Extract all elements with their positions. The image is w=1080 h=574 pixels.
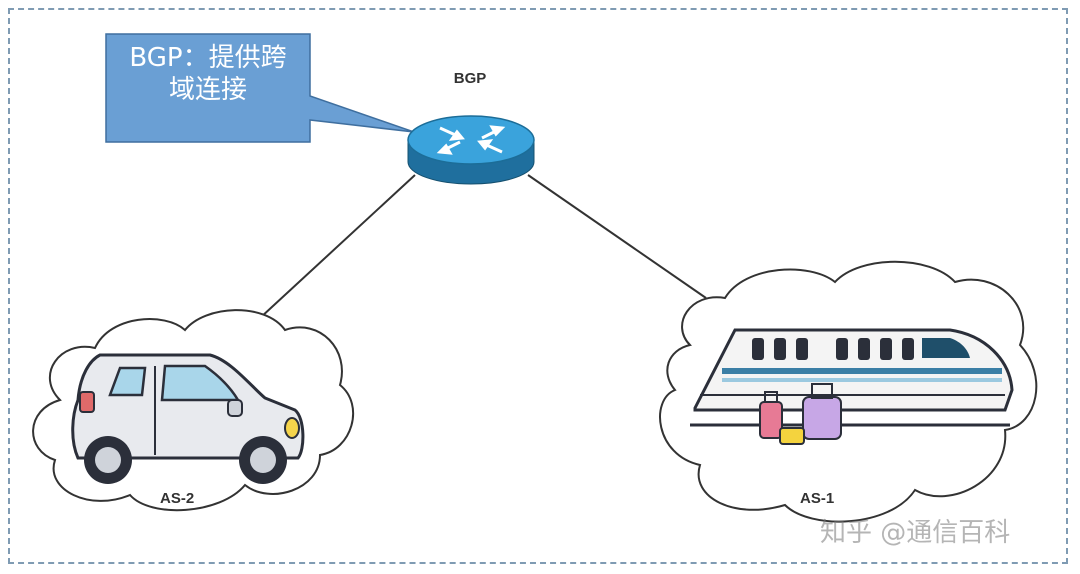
router-icon xyxy=(407,115,535,185)
callout-line-2: 域连接 xyxy=(168,75,247,105)
link-bgp-as2 xyxy=(259,174,416,319)
watermark: 知乎 @通信百科 xyxy=(820,518,1011,548)
callout-line-1: BGP：提供跨 xyxy=(129,43,287,73)
callout-text: BGP：提供跨 域连接 xyxy=(108,42,308,106)
as2-label: AS-2 xyxy=(160,490,195,507)
train-icon xyxy=(690,328,1014,445)
dashed-frame xyxy=(8,8,1068,564)
car-icon xyxy=(71,353,305,484)
router-label: BGP xyxy=(453,70,487,87)
as1-label: AS-1 xyxy=(800,490,835,507)
link-bgp-as1 xyxy=(527,174,707,299)
callout-box xyxy=(105,33,415,143)
